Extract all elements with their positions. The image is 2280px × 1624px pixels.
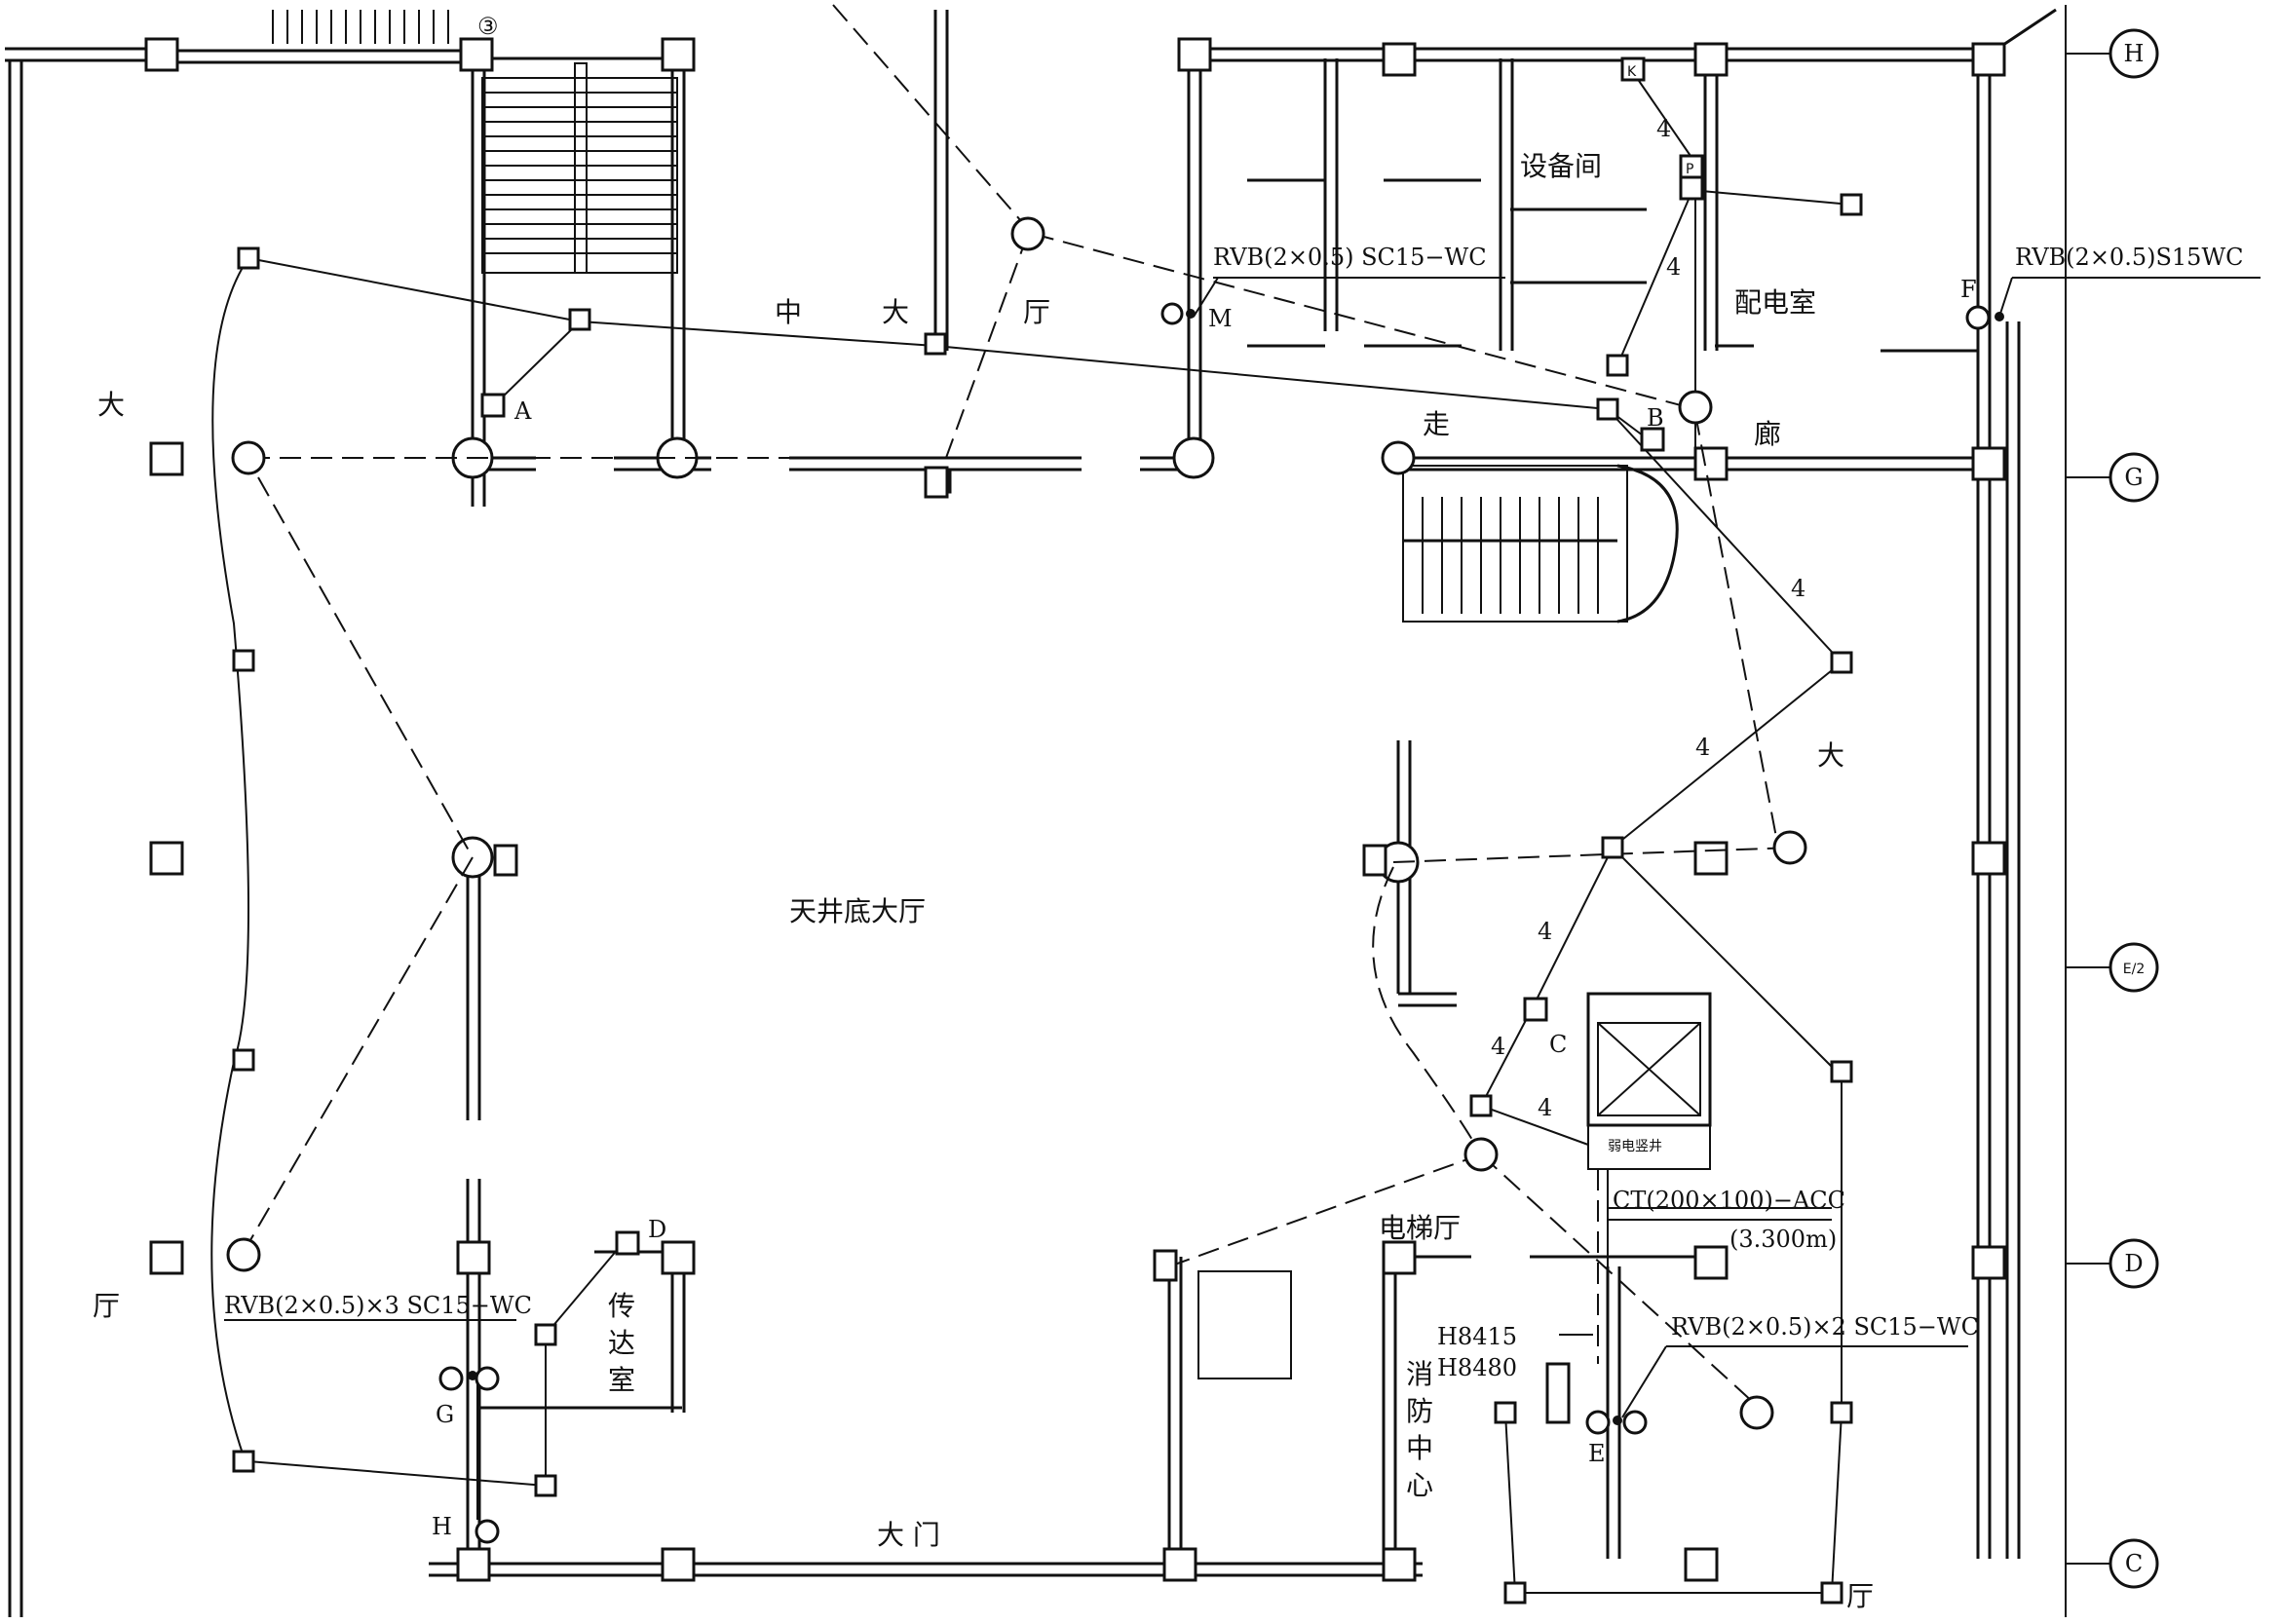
point-F: F [1960,276,1977,303]
wire-left-curve [210,257,249,1457]
device-h8415: H8415 [1437,1323,1517,1350]
wire-count-5: 4 [1538,918,1552,945]
wiring-dashed [243,4,1794,1404]
room-reception-2: 达 [608,1327,635,1359]
point-C: C [1549,1031,1567,1058]
point-G: G [436,1401,454,1428]
top-hatch [272,10,449,44]
room-fire-control-4: 心 [1406,1469,1433,1501]
room-middle-hall-1: 中 [775,296,802,328]
room-weak-shaft: 弱电竖井 [1608,1139,1662,1154]
point-A: A [513,397,532,425]
room-fire-control-3: 中 [1406,1432,1433,1464]
cable-m: RVB(2×0.5) SC15−WC [1213,244,1487,271]
room-main-gate: 大 门 [877,1519,940,1551]
wire-count-6: 4 [1491,1033,1505,1060]
stair-right [1403,497,1617,614]
cable-f: RVB(2×0.5)S15WC [2015,244,2243,271]
wire-count-7: 4 [1538,1094,1552,1121]
room-left-hall-2: 厅 [93,1290,120,1322]
axis-C: C [2125,1550,2143,1577]
axis-D: D [2124,1250,2143,1277]
terminal-boxes [232,57,1863,1605]
cable-e: RVB(2×0.5)×2 SC15−WC [1671,1313,1979,1341]
room-equipment: 设备间 [1520,150,1602,182]
columns [144,37,2006,1582]
room-middle-hall-2: 大 [882,296,909,328]
point-E: E [1588,1440,1606,1467]
room-fire-control-2: 防 [1406,1395,1433,1427]
room-corridor-2: 廊 [1754,418,1781,450]
room-reception-3: 室 [608,1364,635,1396]
point-M: M [1208,305,1233,332]
wire-count-1: 4 [1656,115,1671,142]
outlets [438,302,2004,1544]
point-K: K [1627,64,1637,80]
axis-3: ③ [477,13,499,40]
wire-count-2: 4 [1666,253,1681,281]
room-middle-hall-3: 厅 [1023,296,1050,328]
axis-E2: E/2 [2123,962,2145,977]
wire-count-4: 4 [1695,734,1710,761]
cable-tray: CT(200×100)−ACC [1613,1187,1845,1214]
point-H: H [432,1513,452,1540]
room-fire-control-1: 消 [1406,1358,1433,1390]
room-right-hall-2: 厅 [1846,1580,1874,1612]
room-right-hall-1: 大 [1817,739,1844,772]
walls [5,8,2057,1617]
wire-count-3: 4 [1791,575,1805,602]
point-B: B [1647,404,1664,432]
axis-lines [2065,5,2109,1617]
point-P: P [1686,162,1693,177]
room-elevator-hall: 电梯厅 [1379,1212,1461,1244]
axis-H: H [2124,40,2145,67]
wiring-solid [224,77,1852,1594]
room-reception-1: 传 [608,1290,635,1322]
room-main-hall: 天井底大厅 [789,895,926,927]
axis-G: G [2124,464,2143,491]
point-D: D [648,1216,666,1243]
cable-g: RVB(2×0.5)×3 SC15−WC [224,1292,532,1319]
cable-tray-height: (3.300m) [1729,1226,1837,1253]
stair-top-left [481,62,678,274]
axis-bubbles [2109,28,2159,1589]
room-left-hall-1: 大 [97,389,125,421]
room-corridor-1: 走 [1423,408,1450,440]
device-h8480: H8480 [1437,1354,1517,1381]
room-distribution: 配电室 [1734,286,1816,319]
speakers [226,216,1807,1430]
